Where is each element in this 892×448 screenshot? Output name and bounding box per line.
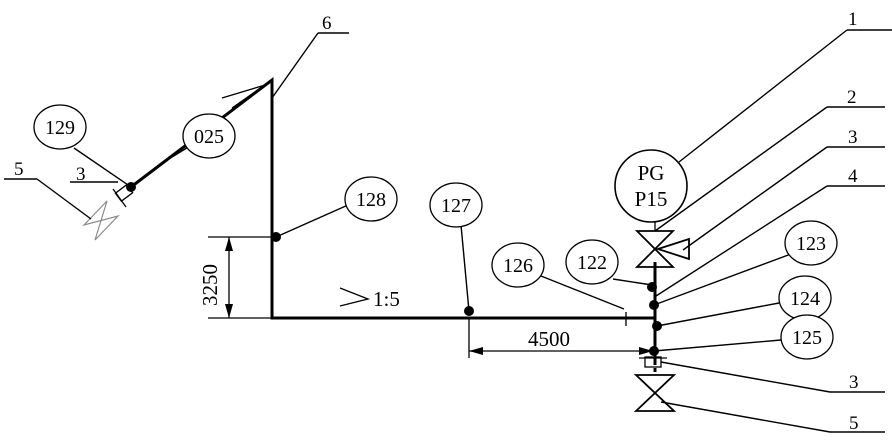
position-label-1: 1 xyxy=(848,9,858,30)
position-label-3-left: 3 xyxy=(76,164,86,185)
node-bubble-127: 127 xyxy=(441,195,471,217)
node-bubble-025: 025 xyxy=(194,126,224,148)
gauge-label-line2: P15 xyxy=(635,187,668,211)
position-label-4: 4 xyxy=(848,166,858,187)
node-bubble-125: 125 xyxy=(792,327,822,349)
three-way-valve xyxy=(634,230,690,268)
node-bubble-122: 122 xyxy=(577,252,607,274)
node-bubble-126: 126 xyxy=(503,255,533,277)
leader-lines xyxy=(4,29,892,433)
gauge-label-line1: PG xyxy=(638,161,665,185)
position-label-2: 2 xyxy=(847,87,857,108)
slope-arrow-lower xyxy=(339,287,371,307)
dimension-label-vertical: 3250 xyxy=(198,264,222,306)
position-label-5-left: 5 xyxy=(14,159,24,180)
slope-label: 1:5 xyxy=(373,287,400,311)
node-bubble-124: 124 xyxy=(790,288,820,310)
dimension-label-horizontal: 4500 xyxy=(528,327,570,351)
node-bubble-129: 129 xyxy=(45,117,75,139)
bottom-valve xyxy=(633,374,677,412)
dimension-3250: 3250 xyxy=(198,236,272,319)
position-labels: 1 2 3 4 3 5 6 5 3 xyxy=(14,9,859,434)
node-bubble-123: 123 xyxy=(796,233,826,255)
position-label-6: 6 xyxy=(322,13,332,34)
dimension-4500: 4500 xyxy=(468,318,653,358)
position-label-3-lower: 3 xyxy=(849,372,859,393)
left-valve-grey xyxy=(82,200,120,241)
position-label-5-lower: 5 xyxy=(849,413,859,434)
node-bubbles: 129 025 128 127 126 122 123 124 125 xyxy=(33,104,838,360)
pressure-gauge: PG P15 xyxy=(614,149,688,231)
position-label-3-upper: 3 xyxy=(848,127,858,148)
slope-arrow-upper xyxy=(221,84,266,109)
node-bubble-128: 128 xyxy=(356,189,386,211)
